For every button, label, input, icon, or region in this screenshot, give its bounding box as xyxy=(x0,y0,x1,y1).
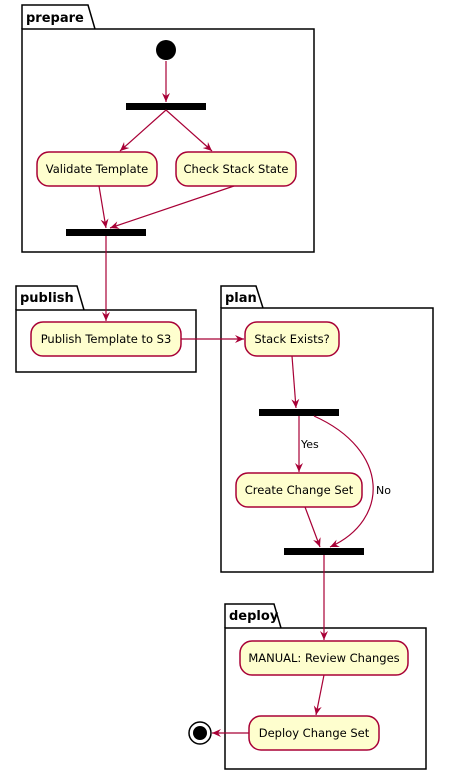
edge-fork-no xyxy=(313,415,374,548)
node-label-check-stack-state: Check Stack State xyxy=(184,162,289,176)
edge-create-to-join xyxy=(304,506,321,548)
package-title-publish: publish xyxy=(20,291,74,306)
node-label-stack-exists: Stack Exists? xyxy=(254,332,329,346)
package-title-prepare: prepare xyxy=(26,11,84,26)
node-check-stack-state: Check Stack State xyxy=(175,151,297,187)
node-create-change-set: Create Change Set xyxy=(235,472,363,508)
node-label-review-changes: MANUAL: Review Changes xyxy=(248,651,399,665)
node-stack-exists: Stack Exists? xyxy=(244,321,340,357)
join-bar-prepare xyxy=(66,229,146,236)
edge-stack-exists-to-fork xyxy=(291,355,300,409)
node-deploy-change-set: Deploy Change Set xyxy=(248,715,380,751)
node-review-changes: MANUAL: Review Changes xyxy=(239,640,409,676)
node-publish-template: Publish Template to S3 xyxy=(30,321,182,357)
edge-fork-to-check xyxy=(165,109,213,152)
edge-label-no: No xyxy=(376,484,391,497)
edge-review-to-deploy xyxy=(313,674,325,716)
package-title-plan: plan xyxy=(225,291,257,306)
edge-fork-to-validate xyxy=(119,109,167,152)
package-prepare: prepare xyxy=(21,4,315,253)
node-label-deploy-change-set: Deploy Change Set xyxy=(259,726,370,740)
node-validate-template: Validate Template xyxy=(36,151,158,187)
end-node xyxy=(188,721,212,745)
start-node xyxy=(156,40,176,60)
node-label-validate-template: Validate Template xyxy=(46,162,148,176)
edge-validate-to-join xyxy=(98,185,109,229)
edge-check-to-join xyxy=(109,185,235,229)
fork-bar-prepare xyxy=(126,103,206,110)
fork-bar-plan xyxy=(259,409,339,416)
node-label-publish-template: Publish Template to S3 xyxy=(41,332,172,346)
edge-label-yes: Yes xyxy=(300,438,319,451)
join-bar-plan xyxy=(284,548,364,555)
node-label-create-change-set: Create Change Set xyxy=(245,483,354,497)
package-title-deploy: deploy xyxy=(229,609,279,624)
